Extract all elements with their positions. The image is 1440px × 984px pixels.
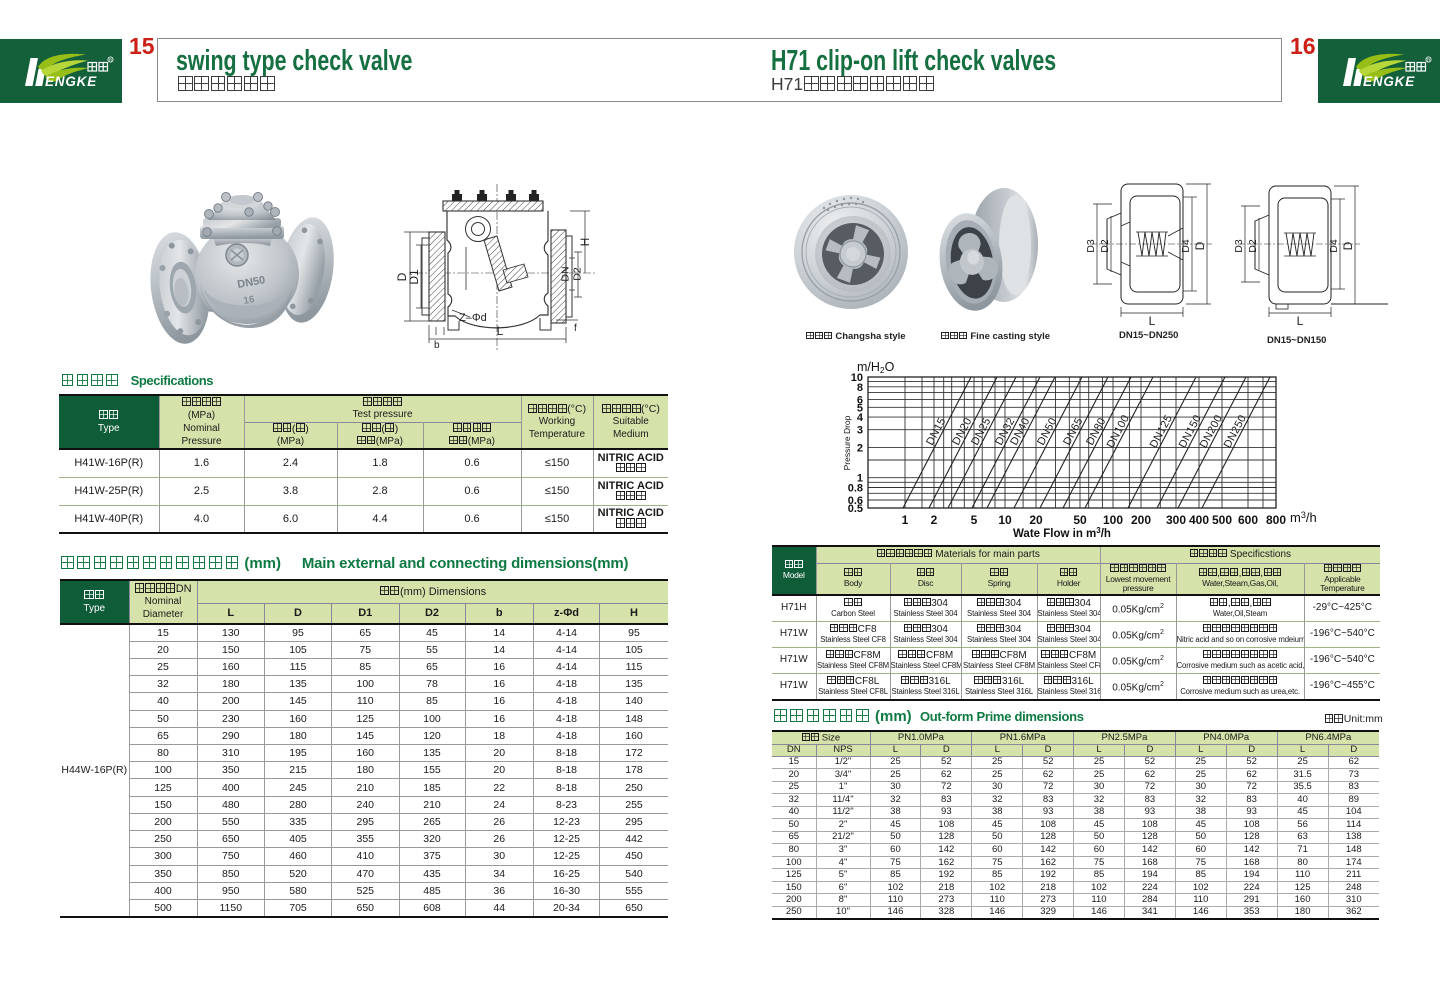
svg-text:20: 20 xyxy=(1029,513,1043,527)
svg-text:100: 100 xyxy=(1103,513,1123,527)
svg-text:0.6: 0.6 xyxy=(848,495,863,507)
svg-text:DN50: DN50 xyxy=(236,274,266,291)
svg-text:200: 200 xyxy=(1131,513,1151,527)
svg-text:Pressure Drop: Pressure Drop xyxy=(842,415,852,470)
svg-text:16: 16 xyxy=(243,294,256,307)
svg-text:5: 5 xyxy=(971,513,978,527)
svg-text:D3: D3 xyxy=(1233,239,1245,253)
svg-text:4: 4 xyxy=(857,412,864,424)
svg-text:600: 600 xyxy=(1238,513,1258,527)
svg-text:D2: D2 xyxy=(1247,239,1259,253)
svg-text:2: 2 xyxy=(857,442,863,454)
svg-text:D2: D2 xyxy=(1099,239,1111,253)
svg-text:ENGKE: ENGKE xyxy=(1363,74,1415,89)
svg-text:b: b xyxy=(434,340,440,351)
svg-text:2: 2 xyxy=(931,513,938,527)
svg-text:f: f xyxy=(574,323,577,334)
svg-text:1: 1 xyxy=(902,513,909,527)
svg-text:D: D xyxy=(1341,241,1355,250)
svg-text:0.5: 0.5 xyxy=(848,503,863,515)
svg-text:R: R xyxy=(109,58,113,63)
svg-text:500: 500 xyxy=(1212,513,1232,527)
svg-text:D4: D4 xyxy=(1180,239,1192,253)
svg-text:D4: D4 xyxy=(1328,239,1340,253)
svg-text:3: 3 xyxy=(857,425,863,437)
svg-text:D2: D2 xyxy=(572,267,584,281)
svg-text:8: 8 xyxy=(857,382,863,394)
svg-text:1: 1 xyxy=(857,473,863,485)
svg-text:D: D xyxy=(1193,241,1207,250)
svg-text:L: L xyxy=(1149,314,1156,328)
svg-text:DN65: DN65 xyxy=(1061,416,1085,448)
svg-text:300: 300 xyxy=(1166,513,1186,527)
svg-text:R: R xyxy=(1427,58,1431,63)
svg-text:DN15: DN15 xyxy=(924,416,948,448)
svg-text:0.8: 0.8 xyxy=(848,483,863,495)
svg-text:Z–Φd: Z–Φd xyxy=(459,312,487,324)
svg-text:m3/h: m3/h xyxy=(1290,510,1317,525)
svg-text:DN: DN xyxy=(560,266,572,281)
svg-text:L: L xyxy=(1297,314,1304,328)
svg-text:D1: D1 xyxy=(407,269,421,285)
svg-text:D3: D3 xyxy=(1085,239,1097,253)
svg-text:ENGKE: ENGKE xyxy=(45,74,97,89)
svg-text:10: 10 xyxy=(851,372,863,384)
svg-text:5: 5 xyxy=(857,402,863,414)
svg-text:m/H2O: m/H2O xyxy=(857,360,895,375)
svg-text:Wate Flow in m3/h: Wate Flow in m3/h xyxy=(1013,526,1111,540)
svg-text:D: D xyxy=(395,272,409,281)
svg-text:800: 800 xyxy=(1266,513,1286,527)
svg-text:10: 10 xyxy=(998,513,1012,527)
svg-text:50: 50 xyxy=(1073,513,1087,527)
svg-text:L: L xyxy=(497,324,504,338)
svg-text:400: 400 xyxy=(1189,513,1209,527)
svg-text:6: 6 xyxy=(857,394,863,406)
svg-text:H: H xyxy=(578,238,592,247)
